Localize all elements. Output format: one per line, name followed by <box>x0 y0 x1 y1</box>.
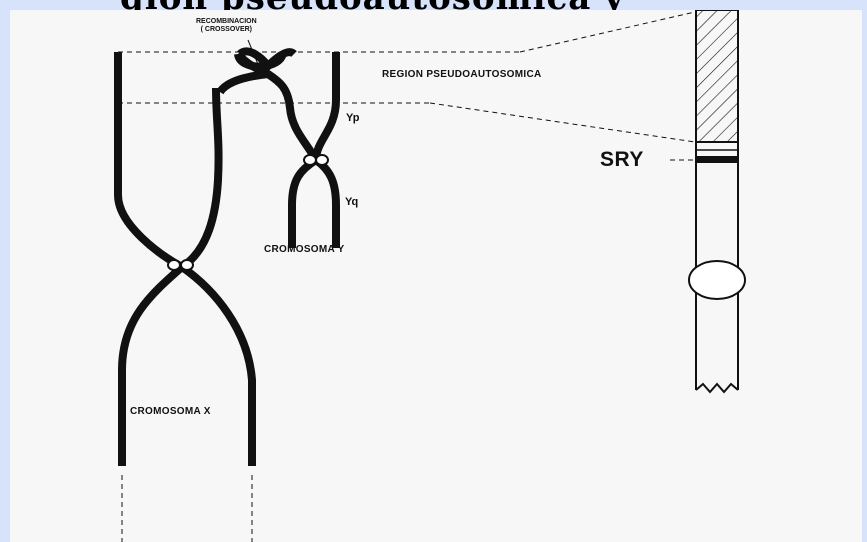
recombination-label-line2: ( CROSSOVER) <box>196 26 257 34</box>
chromosome-diagram <box>10 10 862 542</box>
chromosome-x-label: CROMOSOMA X <box>130 406 211 417</box>
sry-band <box>696 156 738 163</box>
recombination-label: RECOMBINACION ( CROSSOVER) <box>196 18 257 34</box>
x-arm-left <box>118 52 182 466</box>
yp-label: Yp <box>346 112 359 124</box>
pseudo-bottom-diagonal <box>430 103 695 142</box>
schematic-broken-end <box>696 384 738 392</box>
slide-title-fragment: gion pseudoautosómica y <box>120 0 625 10</box>
y-schematic <box>689 10 745 392</box>
chromosome-y-label: CROMOSOMA Y <box>264 244 345 255</box>
x-centromere-left <box>168 260 180 270</box>
sry-label: SRY <box>600 148 644 172</box>
schematic-centromere <box>689 261 745 299</box>
pseudoautosomal-label: REGION PSEUDOAUTOSOMICA <box>382 69 542 80</box>
chromosome-x <box>118 52 252 466</box>
chromosome-y <box>220 51 336 248</box>
title-bar: gion pseudoautosómica y <box>0 0 867 10</box>
y-centromere-left <box>304 155 316 165</box>
pseudoautosomal-hatched-region <box>696 10 738 142</box>
yq-label: Yq <box>345 196 358 208</box>
diagram-canvas: RECOMBINACION ( CROSSOVER) REGION PSEUDO… <box>10 10 862 542</box>
y-centromere-right <box>316 155 328 165</box>
x-centromere-right <box>181 260 193 270</box>
recombination-label-line1: RECOMBINACION <box>196 18 257 26</box>
pseudo-top-diagonal <box>520 12 695 52</box>
dashed-guides <box>118 12 695 542</box>
